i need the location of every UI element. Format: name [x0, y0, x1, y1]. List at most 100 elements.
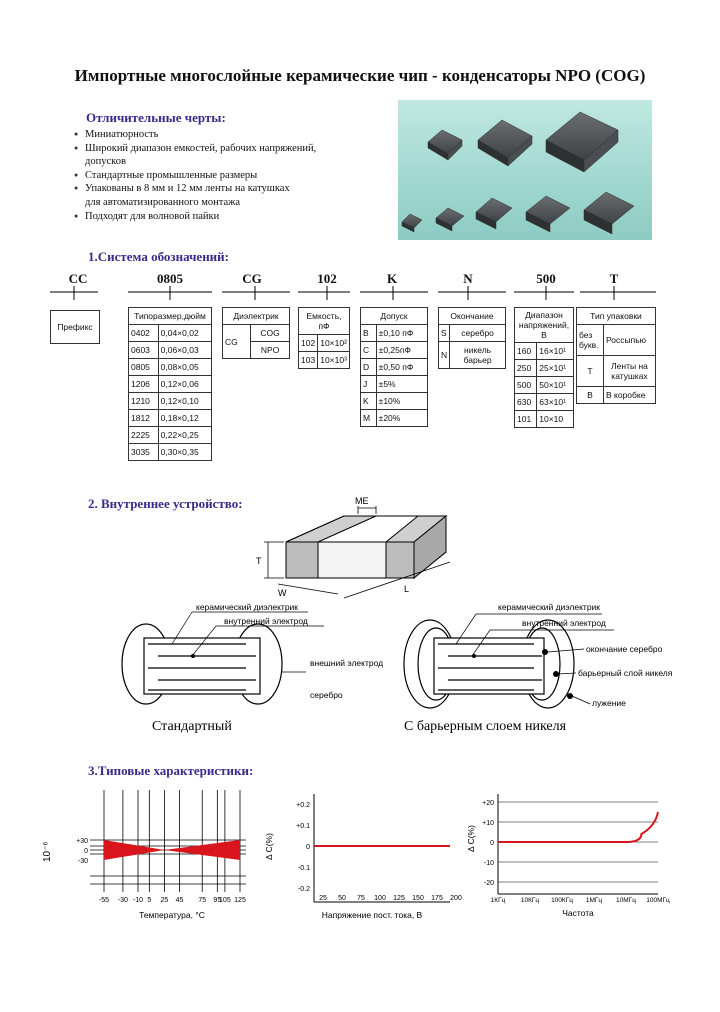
temperature-tick-label: 125 — [234, 897, 246, 904]
voltage-code: 500 — [513, 376, 538, 394]
table-row: J±5% — [360, 375, 429, 393]
frequency-y-tick: -20 — [484, 880, 494, 887]
voltage-code: 101 — [513, 410, 538, 428]
structure-heading: 2. Внутреннее устройство: — [88, 496, 243, 511]
table-row: K±10% — [360, 392, 429, 410]
capacitance-value: 10×10² — [317, 334, 350, 352]
table-row: NPO — [223, 341, 290, 359]
termination-code: S — [437, 324, 451, 342]
voltage-x-tick: 125 — [393, 895, 405, 902]
table-row: C±0,25пФ — [360, 341, 429, 359]
frequency-y-label: Δ С(%) — [466, 825, 476, 852]
capacitance-code: 102 — [297, 334, 319, 352]
dim-l: L — [404, 584, 409, 594]
voltage-y-label: Δ С(%) — [264, 833, 274, 860]
voltage-x-tick: 200 — [450, 895, 462, 902]
temperature-tick-label: 5 — [147, 897, 151, 904]
code-termination: N — [463, 271, 473, 286]
size-code: 3035 — [128, 443, 159, 461]
code-capacitance: 102 — [317, 271, 337, 286]
feature-item: допусков — [85, 156, 126, 168]
voltage-x-tick: 175 — [431, 895, 443, 902]
tolerance-value: ±5% — [375, 375, 429, 393]
voltage-value: 63×10¹ — [536, 393, 574, 411]
tolerance-value: ±0,25пФ — [375, 341, 429, 359]
packaging-code: B — [576, 386, 604, 404]
temperature-y-tick: -30 — [78, 858, 88, 865]
frequency-x-tick: 1КГц — [491, 897, 506, 904]
feature-item: Стандартные промышленные размеры — [74, 169, 316, 183]
capacitance-header: Емкость, пФ — [298, 307, 350, 335]
dielectric-value: NPO — [250, 341, 290, 359]
size-dim: 0,08×0,05 — [157, 358, 213, 376]
feature-item: Подходят для волновой пайки — [74, 210, 316, 224]
left-dielectric-label: керамический диэлектрик — [196, 602, 298, 612]
termination-value: никель барьер — [449, 341, 506, 369]
feature-item: для автоматизированного монтажа — [85, 196, 241, 208]
size-dim: 0,30×0,35 — [157, 443, 213, 461]
capacitance-value: 10×10³ — [317, 351, 350, 369]
frequency-x-tick: 100МГц — [646, 897, 670, 904]
packaging-code: T — [576, 355, 604, 387]
size-code: 0603 — [128, 341, 159, 359]
feature-item: Упакованы в 8 мм и 12 мм ленты на катушк… — [74, 182, 316, 196]
termination-code: N — [437, 341, 451, 369]
size-dim: 0,22×0,25 — [157, 426, 213, 444]
table-row: M±20% — [360, 409, 429, 427]
voltage-x-label: Напряжение пост. тока, В — [322, 910, 423, 920]
code-tolerance: K — [386, 271, 398, 286]
code-dielectric: CG — [242, 271, 262, 286]
dim-me: ME — [355, 496, 369, 506]
dim-w: W — [278, 588, 287, 598]
temperature-tick-label: 45 — [176, 897, 184, 904]
tolerance-code: K — [360, 392, 377, 410]
packaging-value: Россыпью — [603, 324, 656, 356]
size-code: 1210 — [128, 392, 159, 410]
voltage-x-tick: 150 — [412, 895, 424, 902]
left-inner-label: внутренний электрод — [224, 616, 308, 626]
temperature-tick-label: 105 — [219, 897, 231, 904]
left-outer-label: внешний электрод — [310, 658, 383, 668]
voltage-x-tick: 100 — [374, 895, 386, 902]
right-caption: С барьерным слоем никеля — [404, 719, 567, 734]
voltage-value: 25×10¹ — [536, 359, 574, 377]
voltage-code: 630 — [513, 393, 538, 411]
voltage-code: 160 — [513, 342, 538, 360]
capacitance-code: 103 — [297, 351, 319, 369]
page-title: Импортные многослойные керамические чип … — [74, 66, 646, 85]
temperature-x-label: Температура, °С — [139, 910, 205, 920]
voltage-value: 50×10¹ — [536, 376, 574, 394]
left-silver-label: серебро — [310, 690, 343, 700]
temperature-band — [104, 840, 240, 860]
tolerance-code: J — [360, 375, 377, 393]
voltage-y-tick: -0.2 — [298, 886, 310, 893]
temperature-tick-label: 95 — [213, 897, 221, 904]
cross-section-diagrams: керамический диэлектрик внутренний элект… — [121, 602, 673, 734]
frequency-x-label: Частота — [562, 908, 594, 918]
frequency-y-tick: +10 — [482, 820, 494, 827]
designation-heading: 1.Система обозначений: — [88, 249, 229, 264]
temperature-tick-label: 25 — [161, 897, 169, 904]
temperature-tick-label: -55 — [99, 897, 109, 904]
dielectric-value: COG — [250, 324, 290, 342]
voltage-x-tick: 25 — [319, 895, 327, 902]
size-header: Типоразмер,дюйм — [128, 307, 212, 325]
right-dielectric-label: керамический диэлектрик — [498, 602, 600, 612]
right-barrier-label: барьерный слой никеля — [578, 668, 673, 678]
frequency-y-tick: +20 — [482, 800, 494, 807]
